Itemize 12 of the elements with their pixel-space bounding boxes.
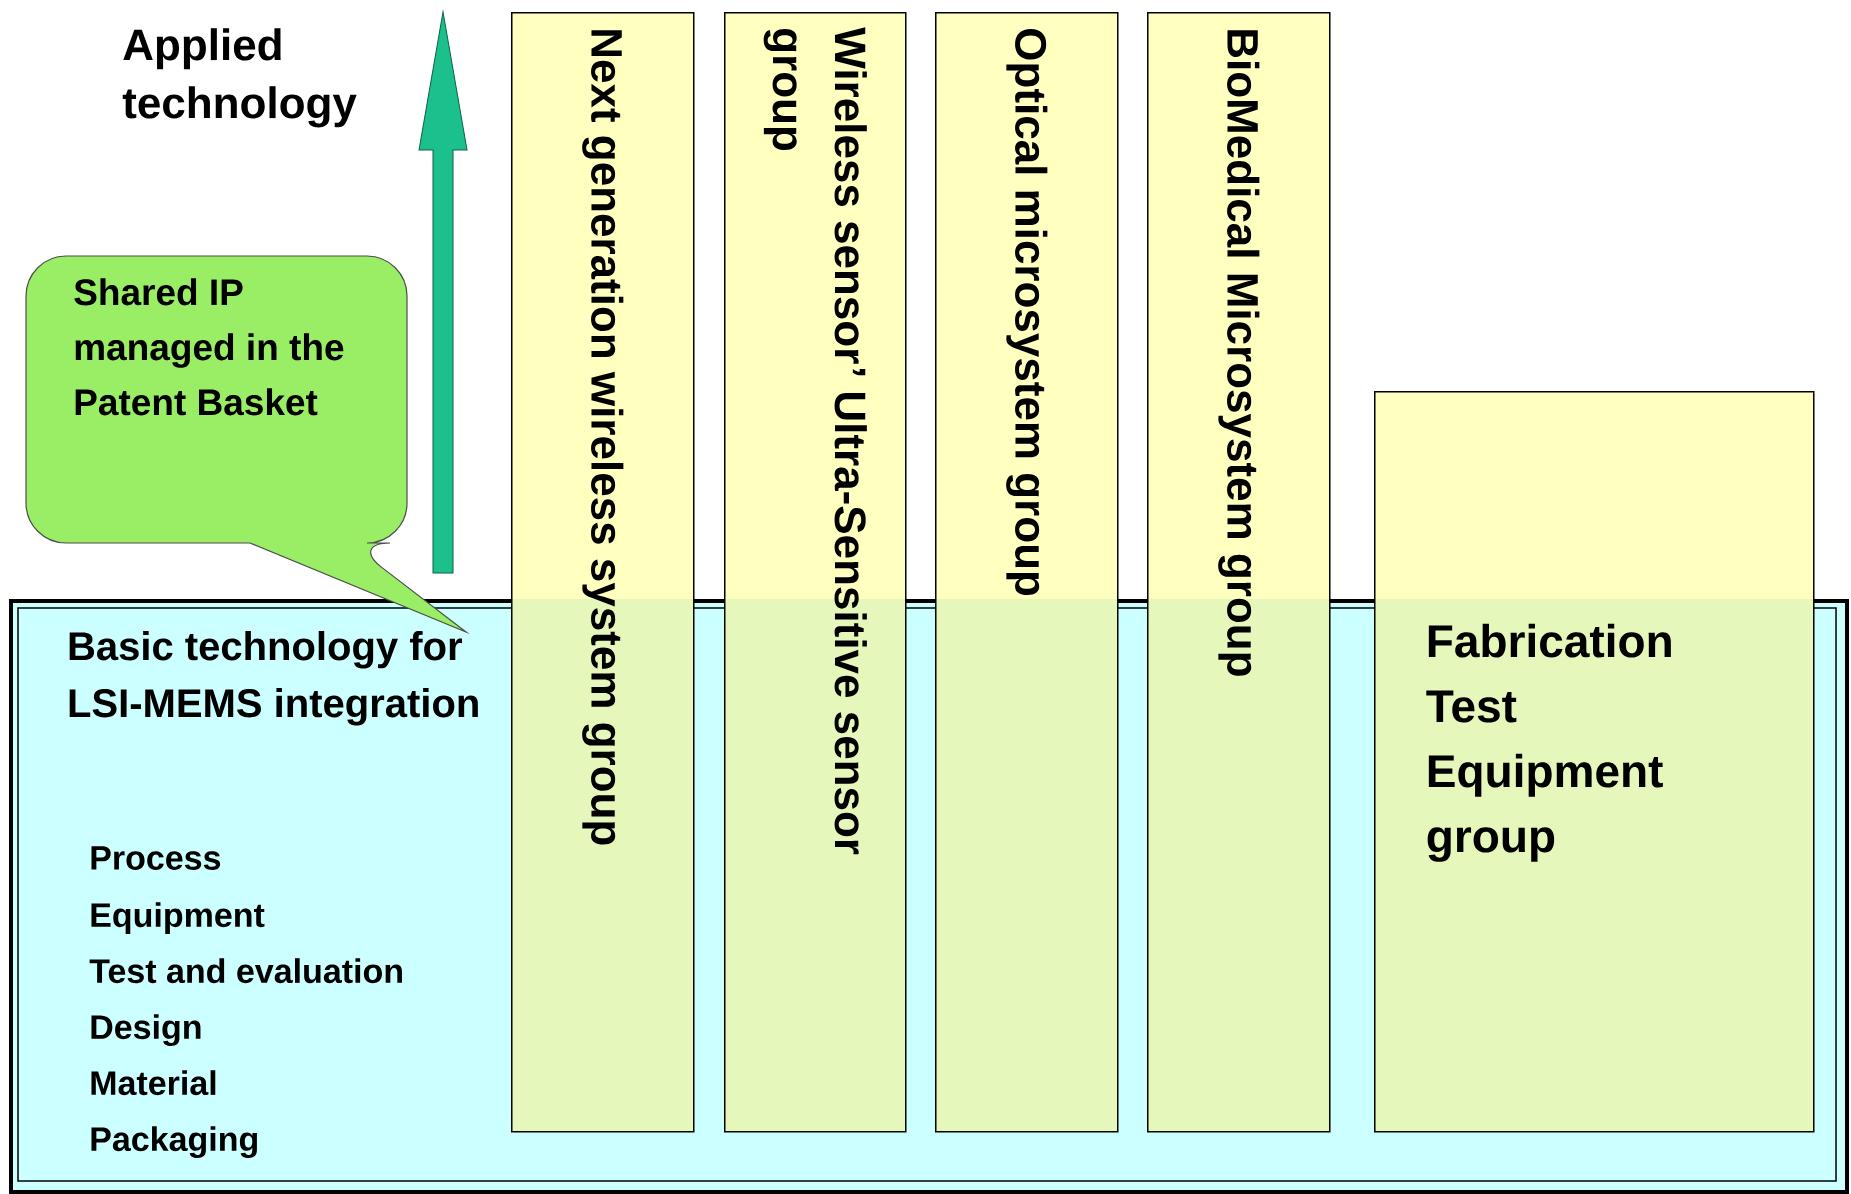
list-item: Packaging [91, 1126, 257, 1159]
group-column: BioMedical Microsystem group [1147, 12, 1331, 1133]
group-column: Wireless sensor’ Ultra-Sensitive sensor group [724, 12, 907, 1133]
list-item: Test and evaluation [89, 958, 402, 984]
list-item: Material [91, 1070, 216, 1096]
group-column: Optical microsystem group [935, 12, 1119, 1133]
list-item: Process [91, 846, 221, 870]
axis-label: Applied technology [122, 28, 357, 128]
list-item: Equipment [91, 902, 265, 934]
group-column: Next generation wireless system group [511, 12, 695, 1133]
list-item: Design [91, 1014, 201, 1047]
group-box: Fabrication Test Equipment group [1374, 391, 1815, 1133]
